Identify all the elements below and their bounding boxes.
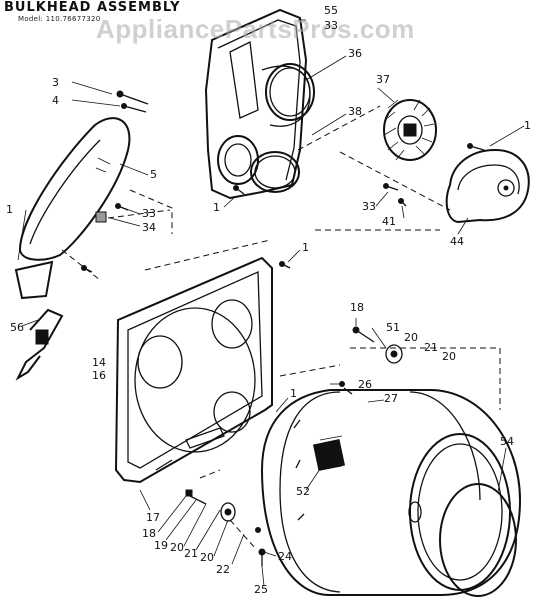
callout-label: 1 — [213, 201, 220, 214]
diagram-title: BULKHEAD ASSEMBLY — [4, 0, 181, 15]
model-number: Model: 110.76677320 — [18, 15, 101, 23]
callout-label: 52 — [296, 485, 310, 498]
seal-ring-38 — [250, 151, 300, 193]
cover-plate-5 — [18, 117, 131, 261]
callout-label: 4 — [52, 94, 59, 107]
callout-label: 20 — [404, 331, 418, 344]
callout-label: 33 — [142, 207, 156, 220]
callout-label: 41 — [382, 215, 396, 228]
callout-label: 51 — [386, 321, 400, 334]
callout-label: 5 — [150, 168, 157, 181]
callout-label: 25 — [254, 583, 268, 596]
callout-label: 19 — [154, 539, 168, 552]
callout-label: 54 — [500, 435, 514, 448]
callout-label: 14 — [92, 356, 106, 369]
rear-bulkhead-panel — [114, 256, 273, 484]
callout-label: 22 — [216, 563, 230, 576]
drum-seal-54 — [439, 483, 517, 597]
callout-label: 1 — [6, 203, 13, 216]
callout-label: 20 — [442, 350, 456, 363]
callout-label: 20 — [170, 541, 184, 554]
callout-label: 56 — [10, 321, 24, 334]
callout-label: 24 — [278, 550, 292, 563]
blower-fan-37 — [383, 99, 437, 161]
callout-label: 1 — [302, 241, 309, 254]
callout-label: 37 — [376, 73, 390, 86]
callout-label: 1 — [524, 119, 531, 132]
callout-label: 27 — [384, 392, 398, 405]
callout-label: 34 — [142, 221, 156, 234]
callout-label: 3 — [52, 76, 59, 89]
fan-housing-44 — [445, 148, 530, 224]
bracket-56 — [14, 260, 64, 381]
callout-label: 21 — [424, 341, 438, 354]
callout-label: 44 — [450, 235, 464, 248]
callout-label: 20 — [200, 551, 214, 564]
callout-label: 26 — [358, 378, 372, 391]
callout-label: 21 — [184, 547, 198, 560]
watermark: AppliancePartsPros.com — [96, 14, 415, 44]
callout-label: 17 — [146, 511, 160, 524]
callout-label: 1 — [290, 387, 297, 400]
seal-ring-36 — [265, 63, 315, 121]
callout-label: 38 — [348, 105, 362, 118]
callout-label: 18 — [350, 301, 364, 314]
callout-label: 18 — [142, 527, 156, 540]
callout-label: 55 — [324, 4, 338, 17]
callout-label: 33 — [362, 200, 376, 213]
callout-label: 33 — [324, 19, 338, 32]
callout-label: 36 — [348, 47, 362, 60]
callout-label: 16 — [92, 369, 106, 382]
